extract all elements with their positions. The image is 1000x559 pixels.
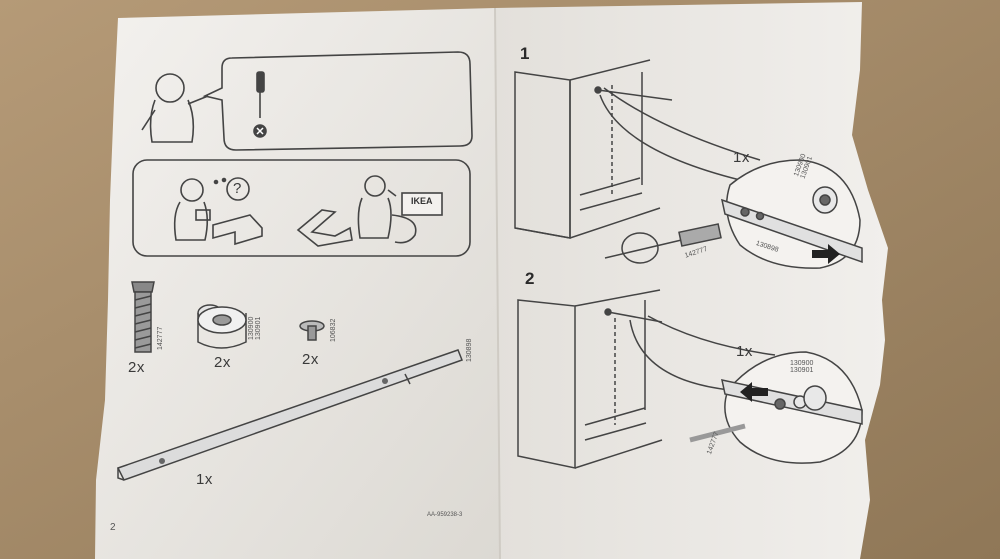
- hardware-qty-screw: 2x: [128, 359, 145, 376]
- hardware-qty-small-screw: 2x: [302, 351, 319, 368]
- step-1-zoom-curve-b: [603, 87, 761, 161]
- hardware-qty-dowel: 2x: [214, 354, 231, 371]
- rail-qty: 1x: [196, 471, 213, 488]
- help-panel-frame: [132, 159, 471, 257]
- step-2-zoom-curve: [629, 319, 731, 391]
- step-2-zoom-curve-b: [647, 315, 776, 356]
- sheet-center-fold: [494, 7, 501, 559]
- ikea-logo: IKEA: [411, 196, 433, 206]
- screw-142777-icon: [131, 281, 155, 353]
- tools-speech-box: [202, 51, 473, 151]
- hardware-code-small-screw: 106832: [330, 318, 337, 342]
- sheet-left-page: [95, 8, 500, 559]
- step-2-detail: [689, 351, 863, 464]
- arrow-left-icon: [740, 382, 768, 402]
- page-number: 2: [110, 522, 116, 533]
- phone-cord: [391, 214, 417, 244]
- rail-130898: [116, 349, 463, 481]
- instruction-sheet: [95, 2, 888, 559]
- hardware-code-dowel: 130900 130901: [248, 316, 262, 340]
- dowel-130900-icon: [197, 304, 247, 349]
- step-1-screwdriver: [604, 223, 722, 264]
- arrow-right-icon: [812, 244, 840, 264]
- mannequin-figure: [141, 73, 209, 143]
- tools-panel: [141, 51, 473, 151]
- screw-106832-icon: [299, 320, 325, 341]
- screwdriver-icon: [256, 71, 265, 118]
- step-1-detail: [720, 159, 863, 269]
- hardware-parts: [131, 281, 325, 353]
- phone-figure: [357, 175, 397, 239]
- step-1-zoom-curve: [599, 94, 741, 181]
- step-2-part-code: 130900 130901: [790, 360, 814, 374]
- step-1-number: 1: [520, 44, 530, 63]
- parts-drawing-right: [296, 209, 353, 247]
- question-mark-text: ?: [233, 180, 242, 197]
- ikea-store-sign: [401, 192, 443, 216]
- step-2-number: 2: [525, 269, 535, 288]
- step-2-qty: 1x: [736, 343, 753, 360]
- step-1-cabinet: [514, 59, 673, 239]
- step-1-qty: 1x: [733, 149, 750, 166]
- parts-drawing-left: [212, 214, 263, 246]
- help-panel: [132, 159, 471, 257]
- document-number: AA-959238-3: [427, 512, 463, 518]
- rail-code: 130898: [466, 338, 473, 362]
- step-2-cabinet: [517, 289, 663, 469]
- hardware-code-screw: 142777: [157, 326, 164, 350]
- sheet-right-page: [495, 2, 888, 559]
- confused-figure: [173, 178, 211, 241]
- not-allowed-icon: [253, 124, 267, 138]
- question-bubble-icon: [213, 177, 250, 201]
